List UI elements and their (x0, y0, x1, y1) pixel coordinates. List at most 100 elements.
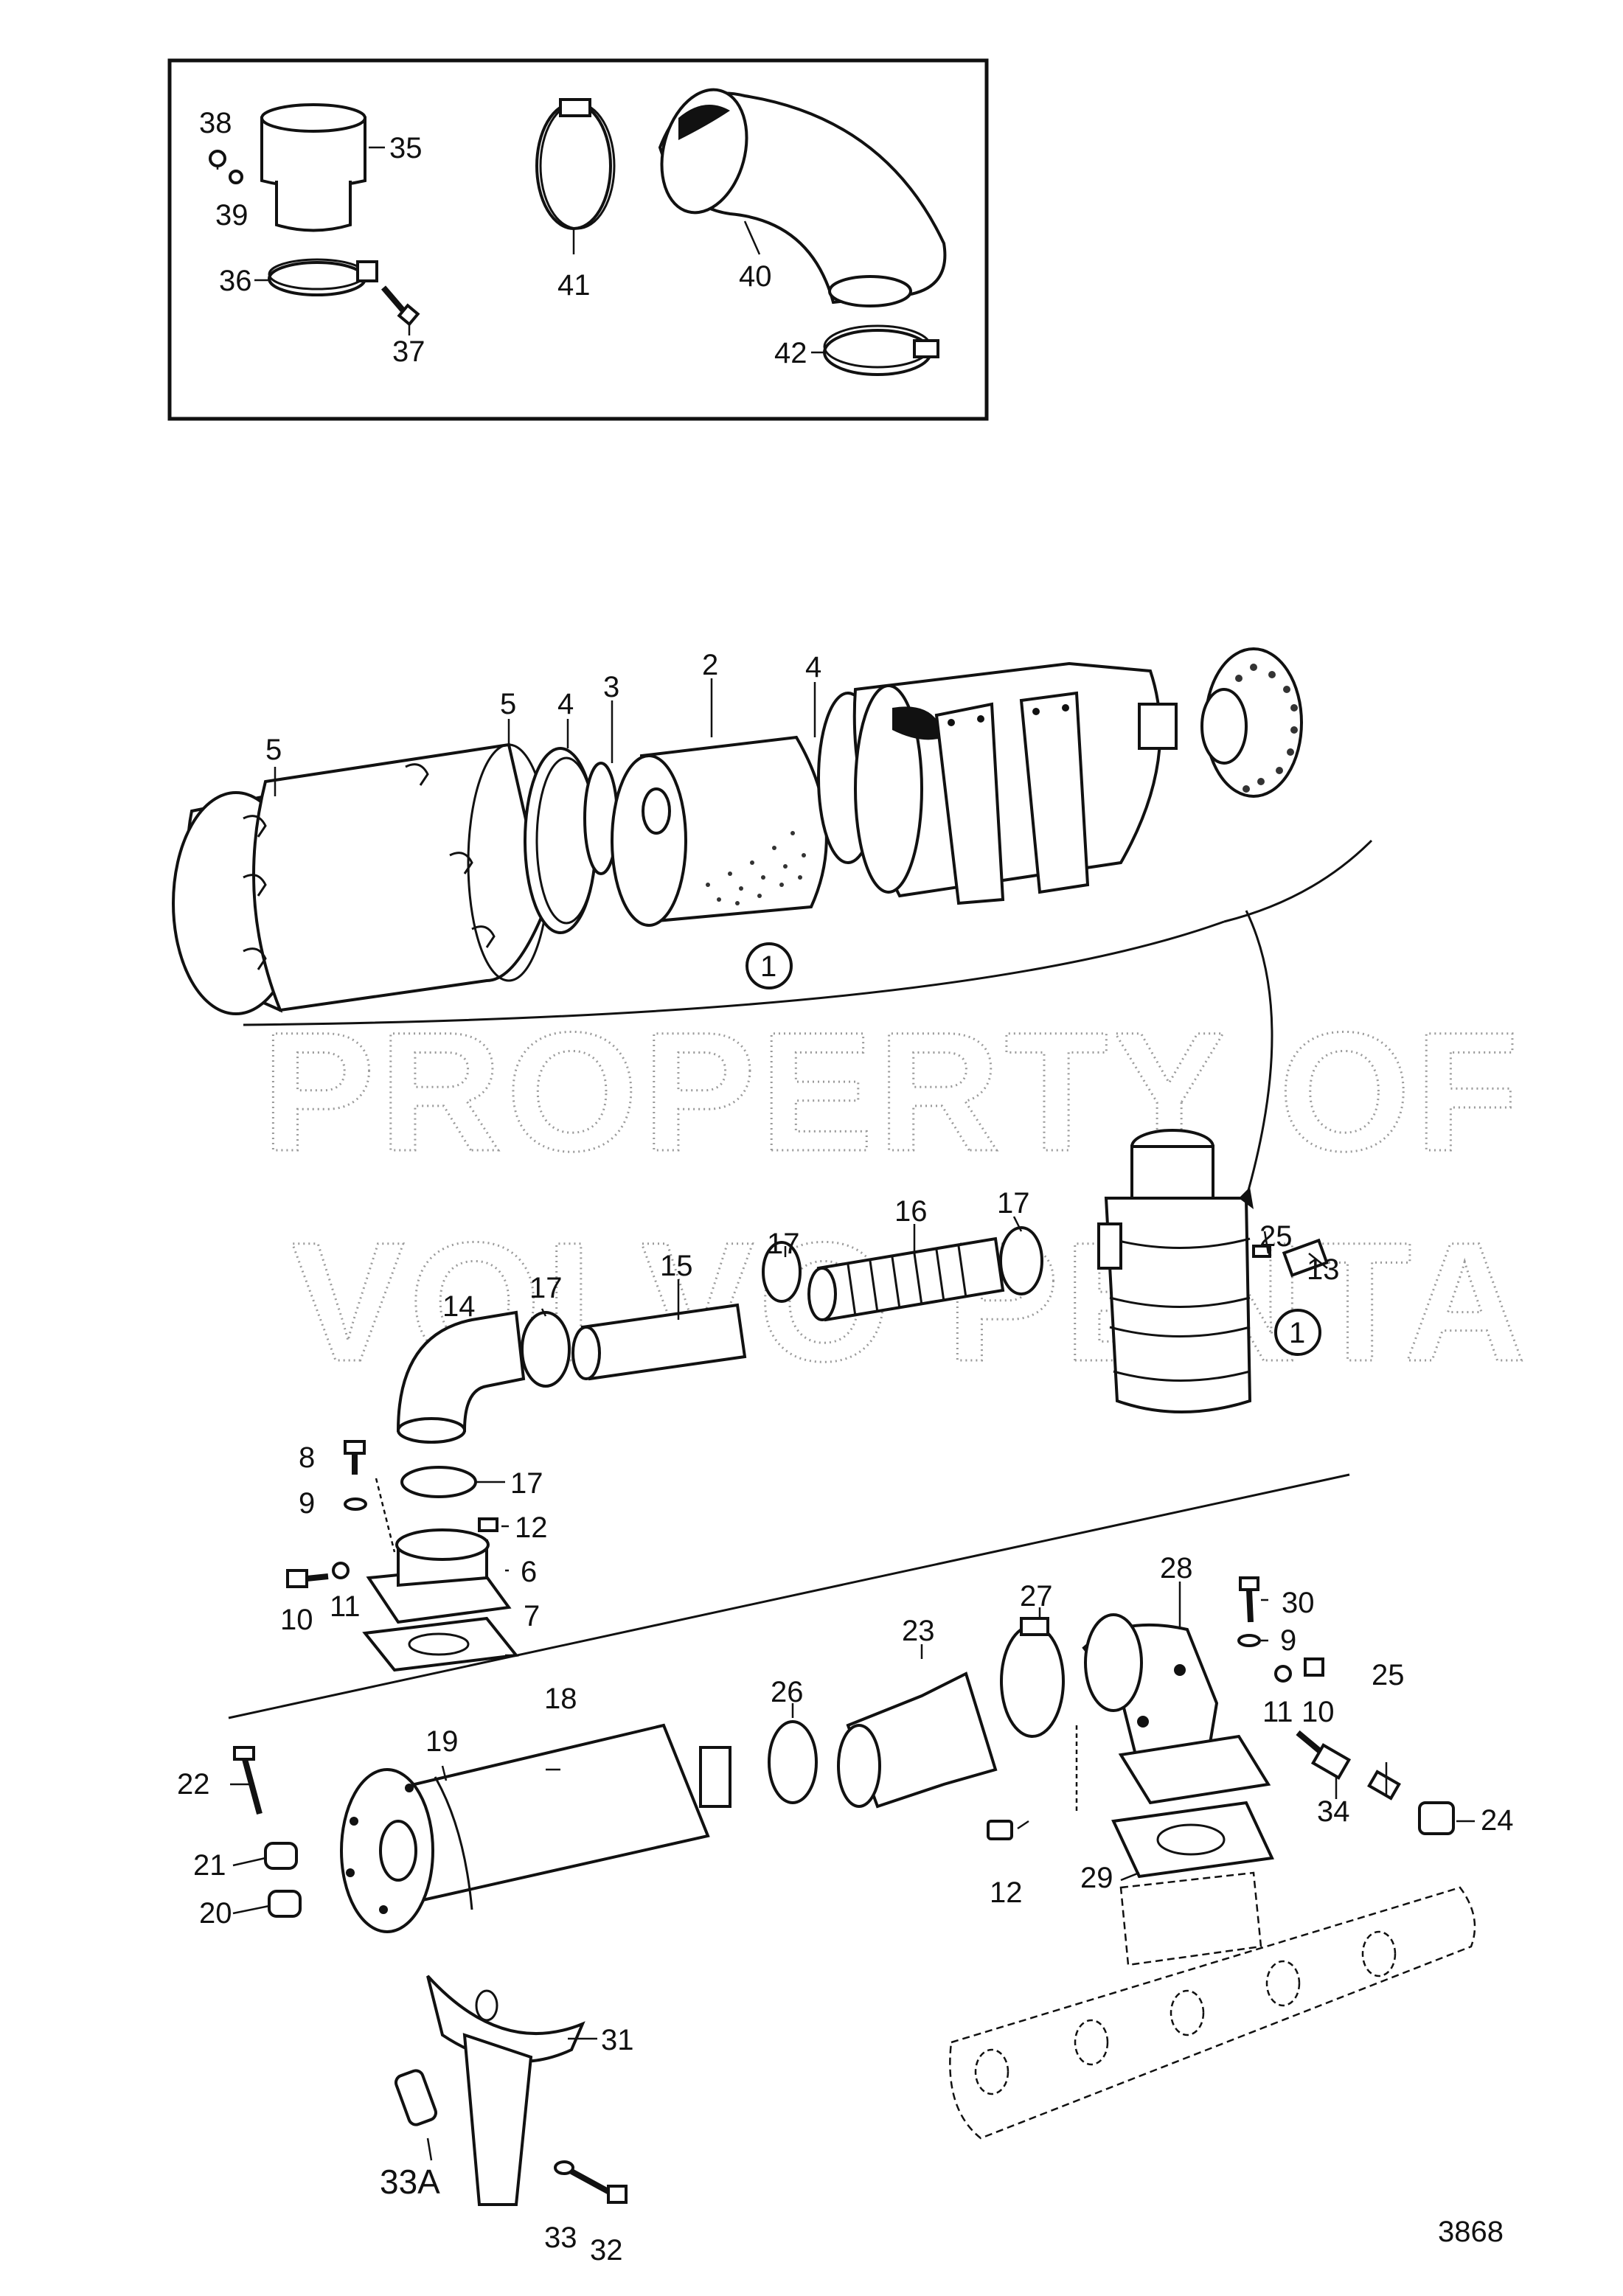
part-11-washer-lower (1274, 1665, 1292, 1683)
part-bracket-2 (1019, 691, 1090, 894)
callout-34: 34 (1317, 1795, 1350, 1828)
part-14-elbow (396, 1310, 526, 1432)
part-19-strap (434, 1776, 473, 1910)
inset-panel (167, 58, 989, 421)
callout-7: 7 (524, 1600, 540, 1632)
callout-32: 32 (590, 2234, 623, 2267)
callout-21: 21 (193, 1849, 226, 1882)
part-bracket-1 (934, 702, 1005, 905)
part-27-clamp-screw (1020, 1617, 1049, 1636)
callout-25-lower: 25 (1372, 1659, 1405, 1691)
callout-2: 2 (702, 649, 718, 681)
part-30-bolt (1239, 1576, 1259, 1591)
part-32-bolt (607, 2185, 628, 2204)
callout-39: 39 (215, 199, 249, 232)
part-38-nut (209, 150, 226, 167)
callout-17-b: 17 (767, 1228, 800, 1260)
callout-leaders (230, 678, 1475, 2161)
callout-11-upper: 11 (330, 1590, 361, 1623)
callout-12-upper: 12 (515, 1511, 548, 1544)
callout-1-lower: 1 (1289, 1317, 1305, 1349)
callout-5-right: 5 (500, 688, 516, 720)
callout-41: 41 (557, 269, 591, 302)
part-7-gasket (362, 1616, 519, 1672)
part-17-clamp-d (400, 1466, 477, 1498)
callout-4-right: 4 (805, 651, 821, 683)
callout-37: 37 (392, 335, 425, 368)
callout-36: 36 (219, 265, 252, 297)
callout-18: 18 (544, 1683, 577, 1715)
part-41-clamp (535, 98, 616, 230)
part-9-washer (344, 1497, 367, 1511)
callout-24: 24 (1481, 1804, 1514, 1837)
intake-hose-assembly (396, 1226, 1329, 1498)
callout-20: 20 (199, 1897, 232, 1930)
part-33-washer (554, 2160, 574, 2175)
callout-17-a: 17 (529, 1272, 563, 1304)
callout-28: 28 (1160, 1552, 1193, 1584)
callout-16: 16 (894, 1195, 928, 1228)
callout-15: 15 (660, 1250, 693, 1282)
callout-9-upper: 9 (299, 1487, 315, 1520)
callout-1-ring-upper (746, 942, 793, 989)
part-39-washer (229, 170, 243, 184)
part-20-spacer (268, 1890, 302, 1918)
callout-9-lower: 9 (1280, 1624, 1296, 1657)
callout-8: 8 (299, 1441, 315, 1474)
callout-33: 33 (544, 2222, 577, 2254)
part-10-bolt-lower (1304, 1657, 1324, 1677)
part-34-adapter (1310, 1743, 1352, 1780)
exhaust-manifold-outline (949, 1886, 1476, 2140)
part-25-fitting (1367, 1770, 1401, 1801)
callout-40: 40 (739, 260, 772, 293)
part-42-clamp (823, 324, 939, 376)
callout-10-upper: 10 (280, 1604, 313, 1636)
part-8-bolt (344, 1440, 366, 1455)
drawing-number: 3868 (1438, 2216, 1504, 2248)
callout-31: 31 (601, 2024, 634, 2056)
part-10-bolt (286, 1569, 308, 1588)
intake-flange-group (286, 1440, 519, 1672)
callout-5-left: 5 (265, 734, 282, 766)
part-33a-bushing (394, 2069, 438, 2126)
part-21-bushing (264, 1842, 298, 1870)
assembled-filter-inlet (1097, 1222, 1122, 1270)
air-filter-exploded (172, 647, 1373, 1026)
part-26-clamp (768, 1720, 818, 1804)
section-divider (228, 1473, 1350, 1719)
part-22-bolt (233, 1746, 255, 1761)
callout-14: 14 (442, 1290, 476, 1323)
callout-12-lower: 12 (990, 1876, 1023, 1909)
callout-4-left: 4 (557, 688, 574, 720)
callout-11-lower: 11 (1262, 1696, 1293, 1728)
part-35-cap (260, 103, 366, 232)
part-9-washer-lower (1237, 1634, 1261, 1647)
callout-10-lower: 10 (1301, 1696, 1335, 1728)
callout-26: 26 (771, 1676, 804, 1708)
inset-frame (167, 58, 989, 421)
callout-17-c: 17 (997, 1187, 1030, 1220)
callout-27: 27 (1020, 1580, 1053, 1613)
callout-29: 29 (1080, 1862, 1113, 1894)
part-17-clamp-b (762, 1241, 802, 1303)
exhaust-silencer-assembly (233, 1576, 1476, 2206)
callout-33a: 33A (380, 2163, 440, 2201)
callout-3: 3 (603, 671, 619, 703)
part-17-clamp-c (999, 1226, 1043, 1295)
callout-30: 30 (1282, 1587, 1315, 1619)
callout-1-upper: 1 (760, 950, 776, 983)
part-5-housing (252, 742, 548, 1012)
callout-13: 13 (1307, 1253, 1340, 1286)
part-11-washer (332, 1562, 350, 1579)
part-31-bracket-leg (462, 2033, 533, 2206)
screen-perforations (1235, 664, 1298, 793)
part-17-clamp-a (521, 1311, 571, 1388)
callout-1-ring-lower (1274, 1309, 1321, 1356)
filter-element-mesh (706, 831, 806, 905)
part-12-plug-lower (987, 1820, 1013, 1840)
part-23-reducer (846, 1671, 998, 1809)
part-12-plug (478, 1517, 498, 1532)
callout-23: 23 (902, 1615, 935, 1647)
silencer-outlet-stub (699, 1746, 731, 1808)
